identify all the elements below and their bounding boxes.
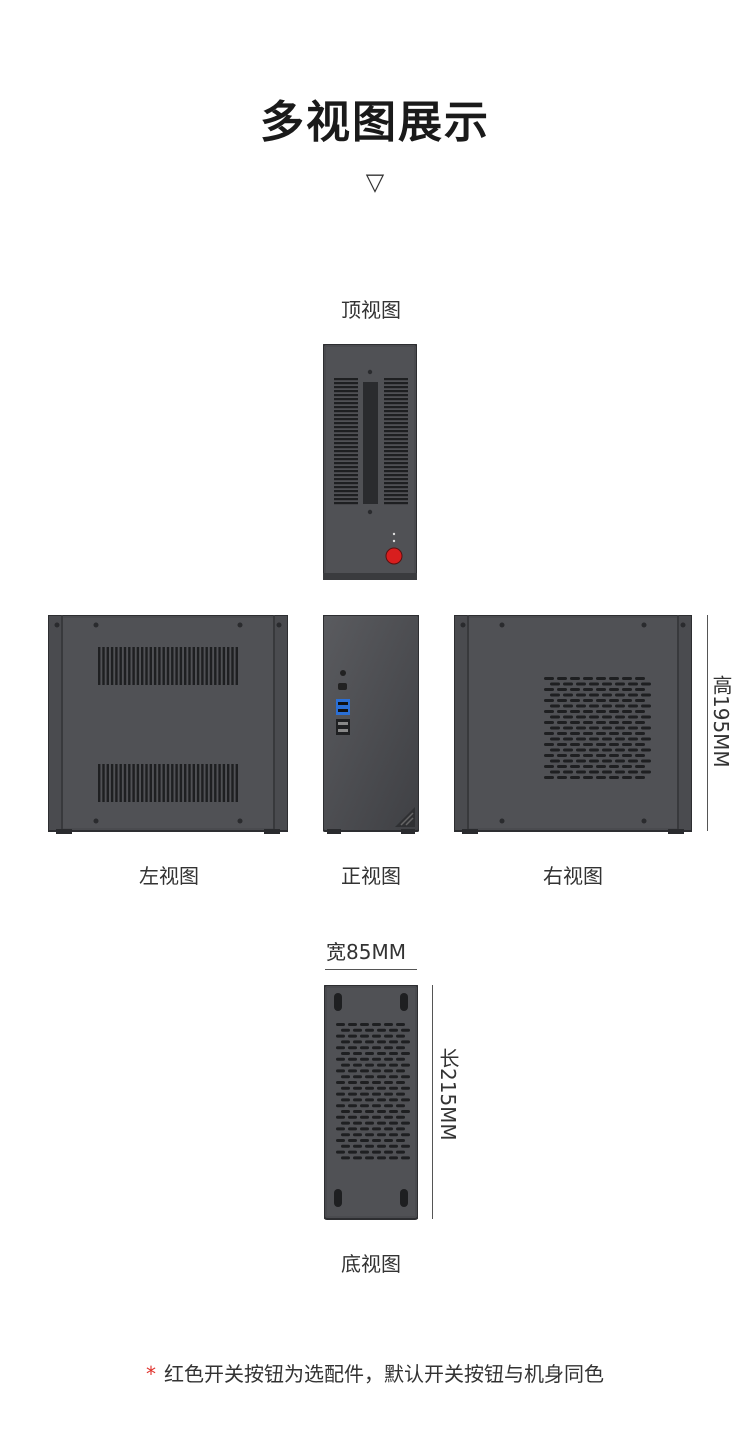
page-title: 多视图展示 xyxy=(260,97,490,148)
down-triangle-icon: ▽ xyxy=(365,168,385,196)
front-view-label: 正视图 xyxy=(341,864,401,888)
bottom-view-image xyxy=(324,985,418,1220)
width-dimension-line xyxy=(325,969,417,970)
footnote: * 红色开关按钮为选配件，默认开关按钮与机身同色 xyxy=(0,1358,750,1387)
left-view-image xyxy=(48,615,288,834)
footnote-asterisk: * xyxy=(146,1362,156,1386)
top-view-label: 顶视图 xyxy=(341,298,401,322)
length-dimension-label: 长215MM xyxy=(436,1048,460,1141)
right-view-label: 右视图 xyxy=(543,864,603,888)
left-view-label: 左视图 xyxy=(139,864,199,888)
bottom-view-label: 底视图 xyxy=(341,1252,401,1276)
right-view-image xyxy=(454,615,692,834)
top-view-image xyxy=(323,344,417,580)
width-dimension-label: 宽85MM xyxy=(326,940,406,964)
footnote-text: 红色开关按钮为选配件，默认开关按钮与机身同色 xyxy=(164,1362,604,1386)
length-dimension-line xyxy=(432,985,433,1219)
height-dimension-label: 高195MM xyxy=(709,675,733,768)
front-view-image xyxy=(323,615,419,834)
height-dimension-line xyxy=(707,615,708,831)
